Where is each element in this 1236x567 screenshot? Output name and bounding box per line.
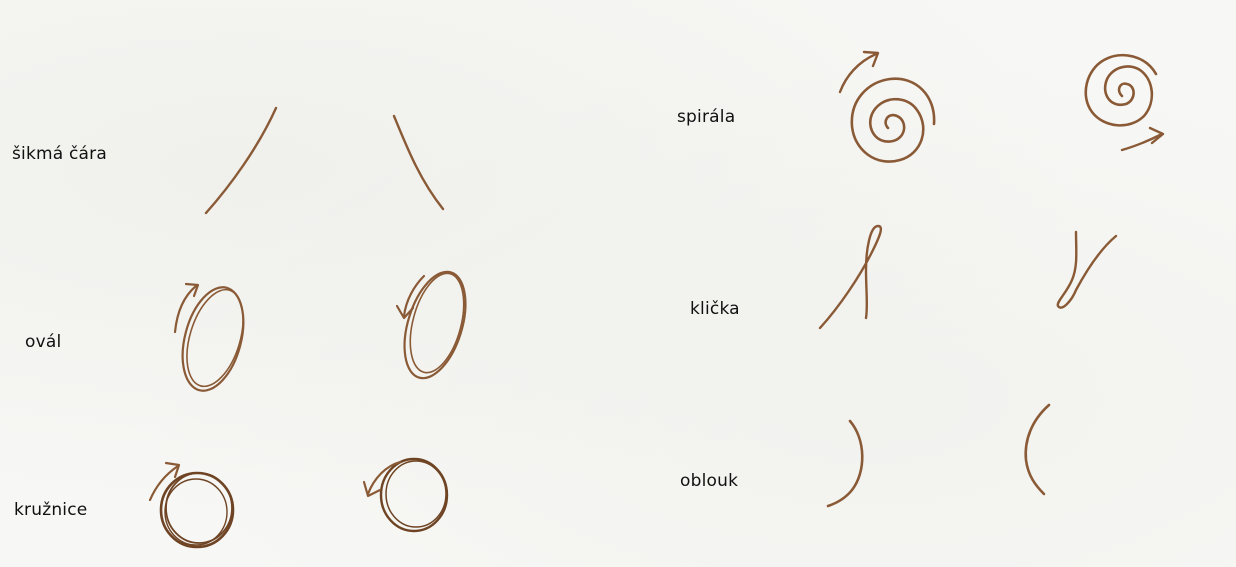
circle-ccw-shape-2 <box>386 461 446 527</box>
loop-backward-stroke <box>1058 232 1116 308</box>
spiral-ccw-arrow <box>1122 134 1162 150</box>
circle-cw-shape-3 <box>165 479 227 545</box>
slant-line-forward <box>206 108 276 213</box>
circle-clockwise <box>150 463 233 547</box>
spiral-clockwise <box>840 52 934 162</box>
loop-backward <box>1058 232 1116 308</box>
oval-ccw-shape <box>393 265 477 386</box>
arc-right <box>828 421 862 506</box>
loop-forward-stroke <box>820 226 881 328</box>
loop-forward <box>820 226 881 328</box>
oval-counterclockwise <box>393 265 477 386</box>
slant-line-backward-stroke <box>394 116 443 209</box>
slant-line-forward-stroke <box>206 108 276 213</box>
arc-right-stroke <box>828 421 862 506</box>
circle-counterclockwise <box>364 459 447 531</box>
slant-line-backward <box>394 116 443 209</box>
circle-cw-shape-2 <box>166 473 232 543</box>
spiral-counterclockwise <box>1086 55 1163 150</box>
arc-left <box>1026 405 1049 494</box>
spiral-cw-shape <box>852 79 934 162</box>
spiral-ccw-shape <box>1086 55 1156 125</box>
oval-clockwise <box>172 281 254 398</box>
arc-left-stroke <box>1026 405 1049 494</box>
